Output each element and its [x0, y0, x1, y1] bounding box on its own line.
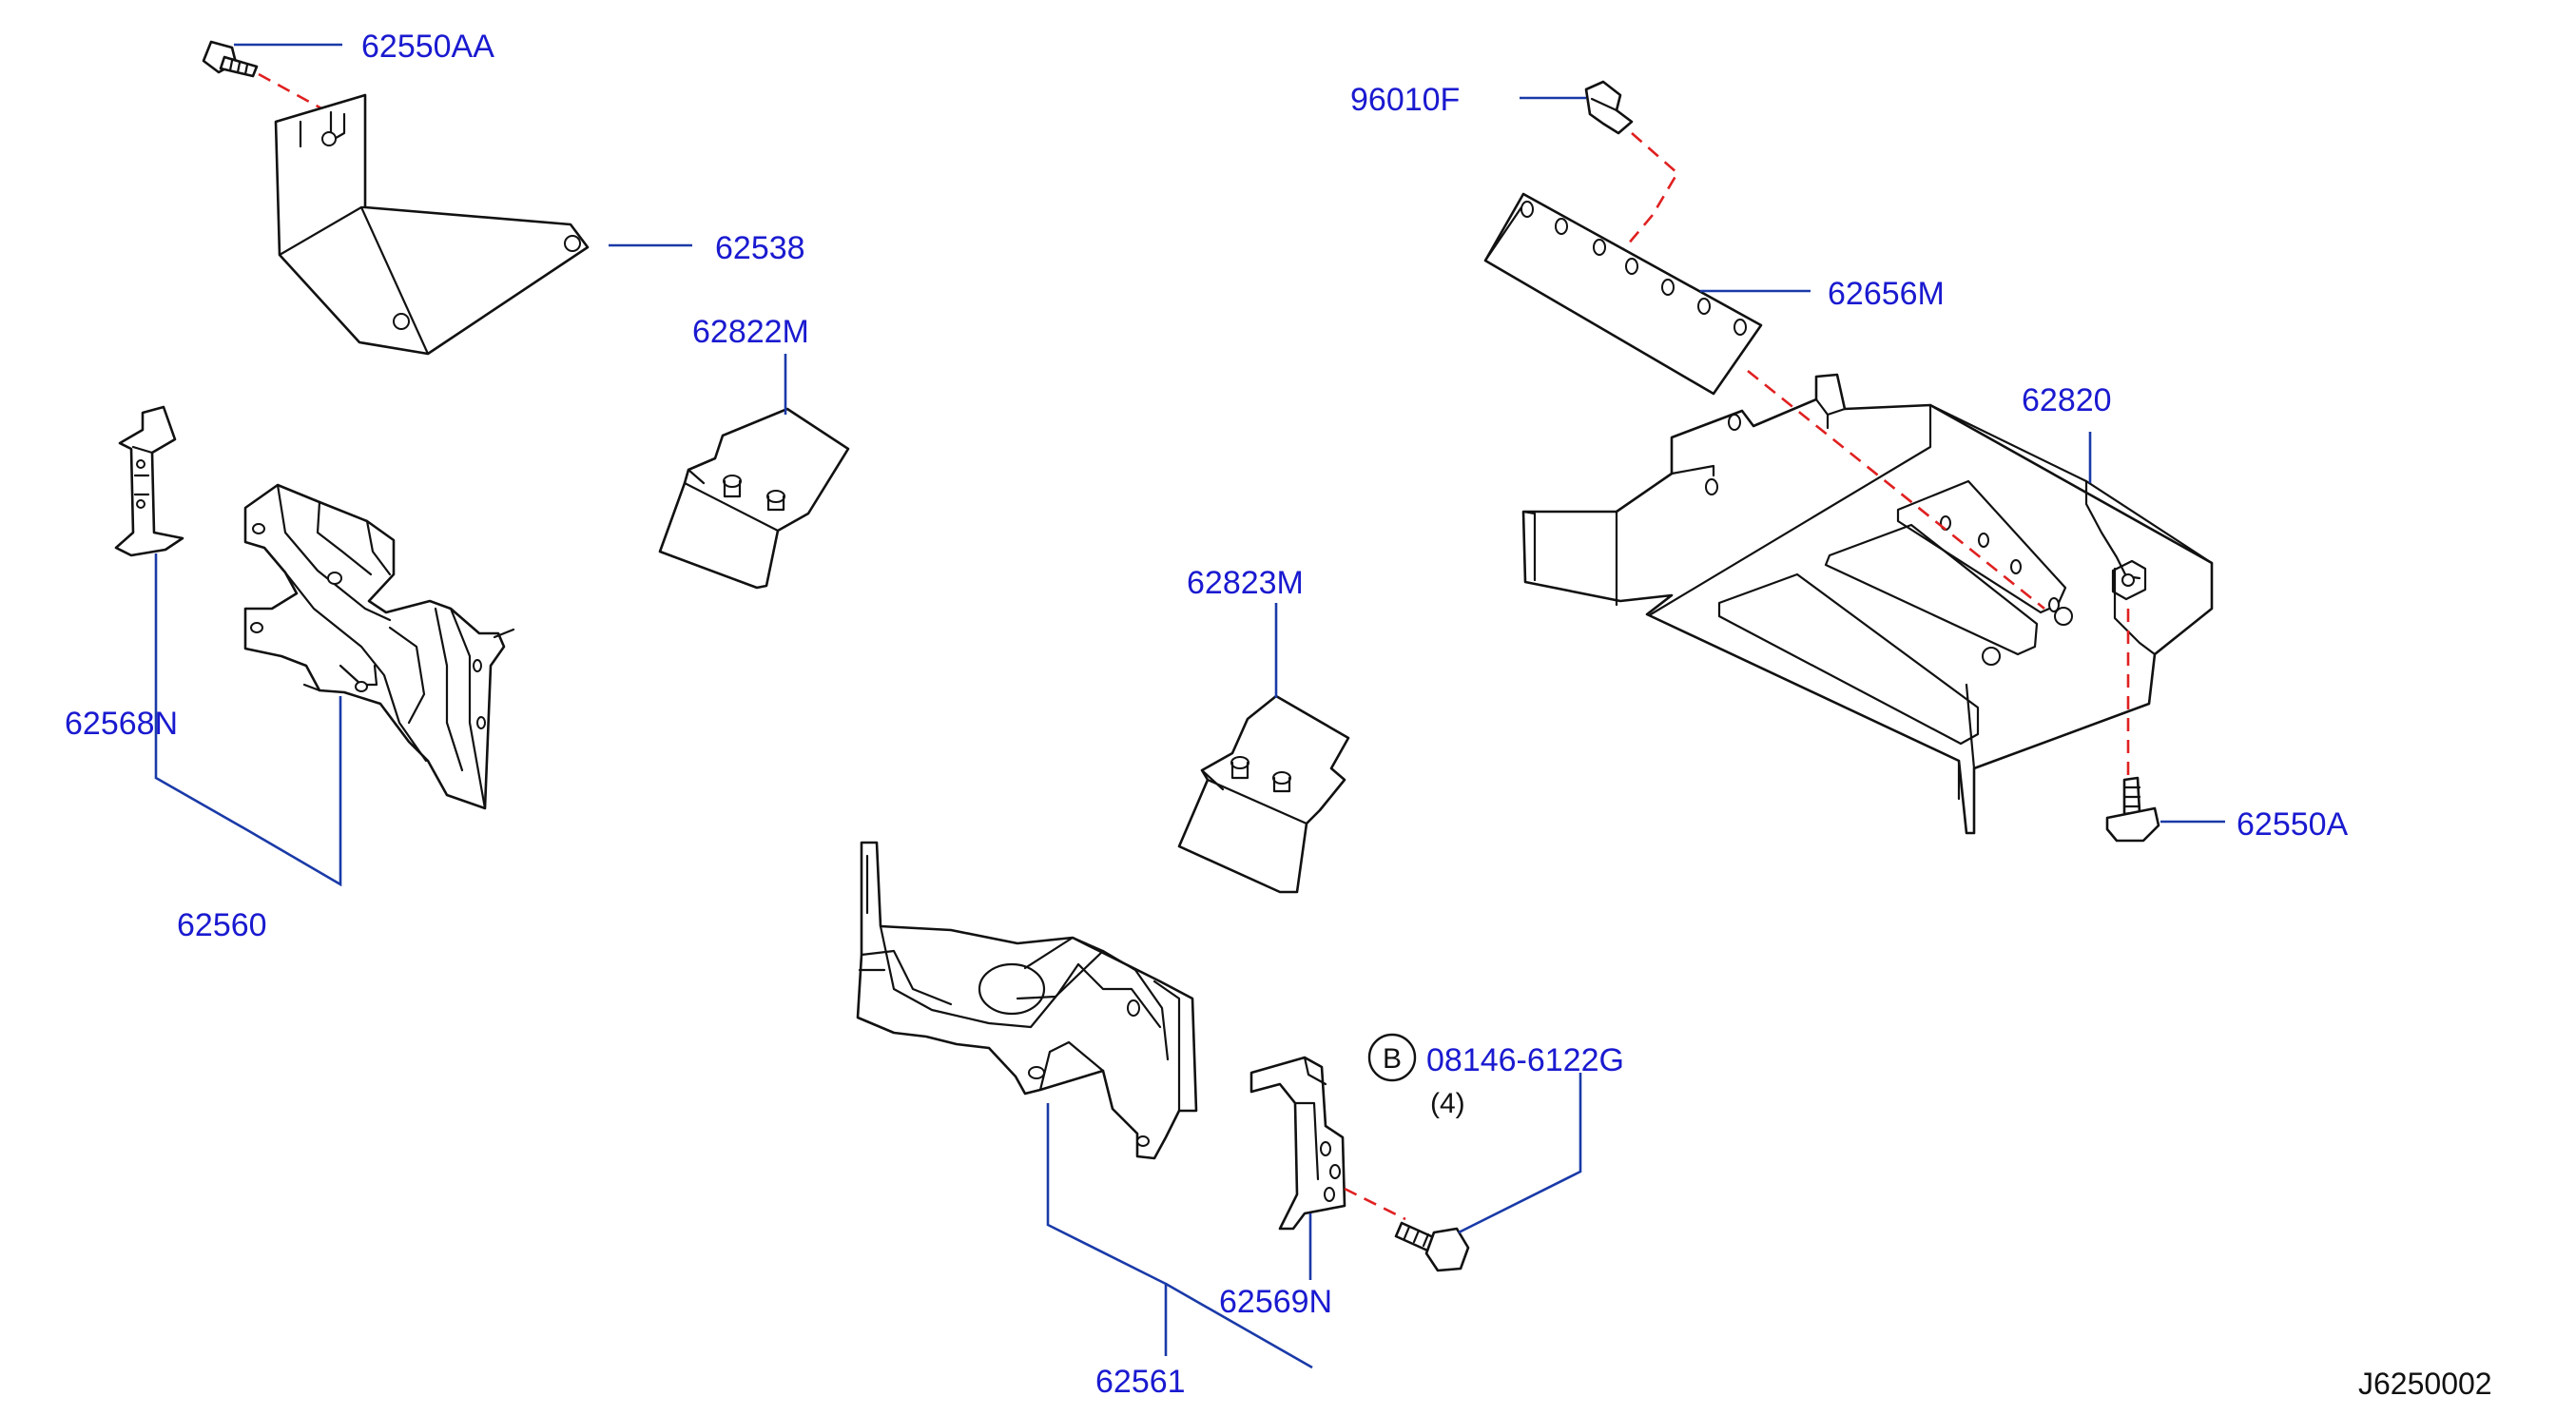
label-62550A: 62550A: [2237, 806, 2349, 843]
label-08146-6122G-group: B 08146-6122G (4): [1367, 1033, 1624, 1119]
label-08146-quantity: (4): [1430, 1088, 1465, 1119]
part-62561-reinforcement[interactable]: [856, 841, 1198, 1160]
part-62569N-bracket[interactable]: [1249, 1056, 1346, 1231]
part-96010F-clip[interactable]: [1584, 80, 1634, 135]
label-62656M: 62656M: [1828, 276, 1945, 312]
part-62822M-plate[interactable]: [658, 407, 850, 590]
part-08146-6122G-bolt[interactable]: [1394, 1221, 1470, 1272]
label-62538: 62538: [715, 230, 805, 266]
part-62550AA-bolt[interactable]: [202, 40, 259, 78]
label-62550AA: 62550AA: [361, 29, 494, 65]
label-62822M: 62822M: [692, 314, 809, 350]
label-62568N: 62568N: [65, 706, 178, 742]
part-62823M-plate[interactable]: [1177, 694, 1350, 894]
bolt-code-marker-icon: [1367, 1033, 1417, 1082]
part-62538-bracket[interactable]: [274, 93, 590, 356]
label-62820: 62820: [2022, 382, 2112, 418]
label-08146-6122G: 08146-6122G: [1426, 1042, 1624, 1078]
label-96010F: 96010F: [1350, 82, 1460, 118]
diagram-code: J6250002: [2358, 1367, 2492, 1401]
part-62656M-strip[interactable]: [1483, 192, 1763, 396]
label-62560: 62560: [177, 907, 267, 943]
part-62560-reinforcement[interactable]: [243, 483, 515, 810]
bolt-code-marker-letter: B: [1383, 1043, 1402, 1075]
part-62568N-bracket[interactable]: [114, 405, 184, 557]
label-62823M: 62823M: [1187, 565, 1304, 601]
label-62561: 62561: [1095, 1364, 1186, 1400]
part-62820-undercover[interactable]: [1521, 373, 2214, 835]
label-62569N: 62569N: [1219, 1284, 1332, 1320]
part-62550A-bolt[interactable]: [2105, 776, 2160, 843]
